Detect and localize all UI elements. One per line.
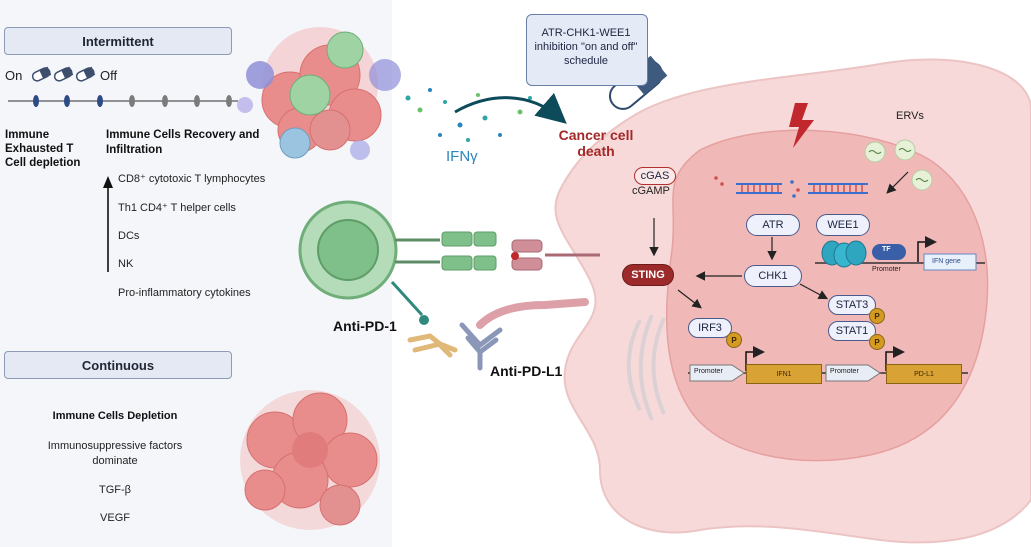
- er-membranes: [626, 314, 666, 421]
- promoter-label-1: Promoter: [694, 368, 723, 375]
- ifn1-gene: IFN1: [746, 364, 822, 384]
- ervs-label: ERVs: [896, 110, 924, 122]
- schedule-box: [526, 14, 648, 86]
- erv-particles: [864, 139, 933, 191]
- pdl1-gene: PD-L1: [886, 364, 962, 384]
- pill-icon: [31, 66, 52, 82]
- cell-item-3: NK: [118, 258, 134, 270]
- cell-item-1: Th1 CD4⁺ T helper cells: [118, 202, 236, 214]
- continuous-item-2: TGF-β: [99, 484, 131, 496]
- intermittent-header: Intermittent: [4, 27, 232, 55]
- off-label: Off: [100, 68, 118, 83]
- dna-double-strand: [714, 176, 868, 198]
- ifn-gamma-label: IFNγ: [446, 148, 478, 165]
- continuous-item-3: VEGF: [100, 512, 130, 524]
- ifn-gene-locus: [815, 236, 985, 271]
- pill-icon: [53, 66, 74, 82]
- sting-node: STING: [622, 264, 674, 286]
- promoter-label-2: Promoter: [830, 368, 859, 375]
- chk1-to-stat3-arrow: [799, 283, 829, 300]
- recovery-label: Immune Cells Recovery and Infiltration: [106, 129, 260, 156]
- dna-damage-bolt-icon: [789, 103, 814, 148]
- schedule-label: ATR-CHK1-WEE1 inhibition "on and off" sc…: [534, 27, 638, 67]
- anti-pd1-label: Anti-PD-1: [333, 318, 397, 334]
- ifn-particles: [405, 88, 532, 142]
- pill-icon: [75, 66, 96, 82]
- continuous-item-1: Immunosuppressive factors dominate: [47, 440, 183, 467]
- stat1-phospho-badge: P: [869, 334, 885, 350]
- cancer-death-label: Cancer cell death: [558, 127, 634, 159]
- anti-pd1-antibody: [390, 280, 458, 358]
- tf-label: TF: [882, 246, 891, 253]
- erv-arrow: [886, 171, 909, 194]
- wee1-node: WEE1: [816, 214, 870, 236]
- depletion-label: Immune Exhausted T Cell depletion: [5, 129, 81, 169]
- continuous-header: Continuous: [4, 351, 232, 379]
- left-graphics: [8, 66, 238, 272]
- sting-to-irf3-arrow: [677, 289, 702, 309]
- pdl1-ligand: [511, 239, 600, 271]
- tumor-cluster-bottom: [240, 390, 380, 530]
- anti-pdl1-antibody: [459, 298, 589, 371]
- stat3-node: STAT3: [828, 295, 876, 315]
- pd1-receptor: [395, 231, 497, 271]
- cell-item-2: DCs: [118, 230, 140, 242]
- cgas-node: cGAS: [634, 167, 676, 185]
- tumor-cluster-top: [237, 27, 401, 160]
- promoter-label-top: Promoter: [872, 266, 901, 273]
- gene-track: [688, 346, 968, 382]
- cell-item-0: CD8⁺ cytotoxic T lymphocytes: [118, 173, 266, 185]
- irf3-phospho-badge: P: [726, 332, 742, 348]
- anti-pdl1-label: Anti-PD-L1: [490, 363, 563, 379]
- stat3-phospho-badge: P: [869, 308, 885, 324]
- schedule-timeline: [8, 95, 238, 107]
- atr-node: ATR: [746, 214, 800, 236]
- irf3-node: IRF3: [688, 318, 732, 338]
- nucleus: [665, 129, 989, 462]
- ifn-gene-label: IFN gene: [932, 258, 961, 265]
- chk1-node: CHK1: [744, 265, 802, 287]
- continuous-item-0: Immune Cells Depletion: [52, 410, 178, 422]
- ifn-arrow: [454, 92, 567, 124]
- cgamp-label: cGAMP: [632, 185, 670, 197]
- t-cell: [298, 200, 398, 300]
- on-label: On: [5, 68, 23, 83]
- cell-item-4: Pro-inflammatory cytokines: [118, 287, 251, 299]
- recovery-arrow: [103, 176, 113, 272]
- stat1-node: STAT1: [828, 321, 876, 341]
